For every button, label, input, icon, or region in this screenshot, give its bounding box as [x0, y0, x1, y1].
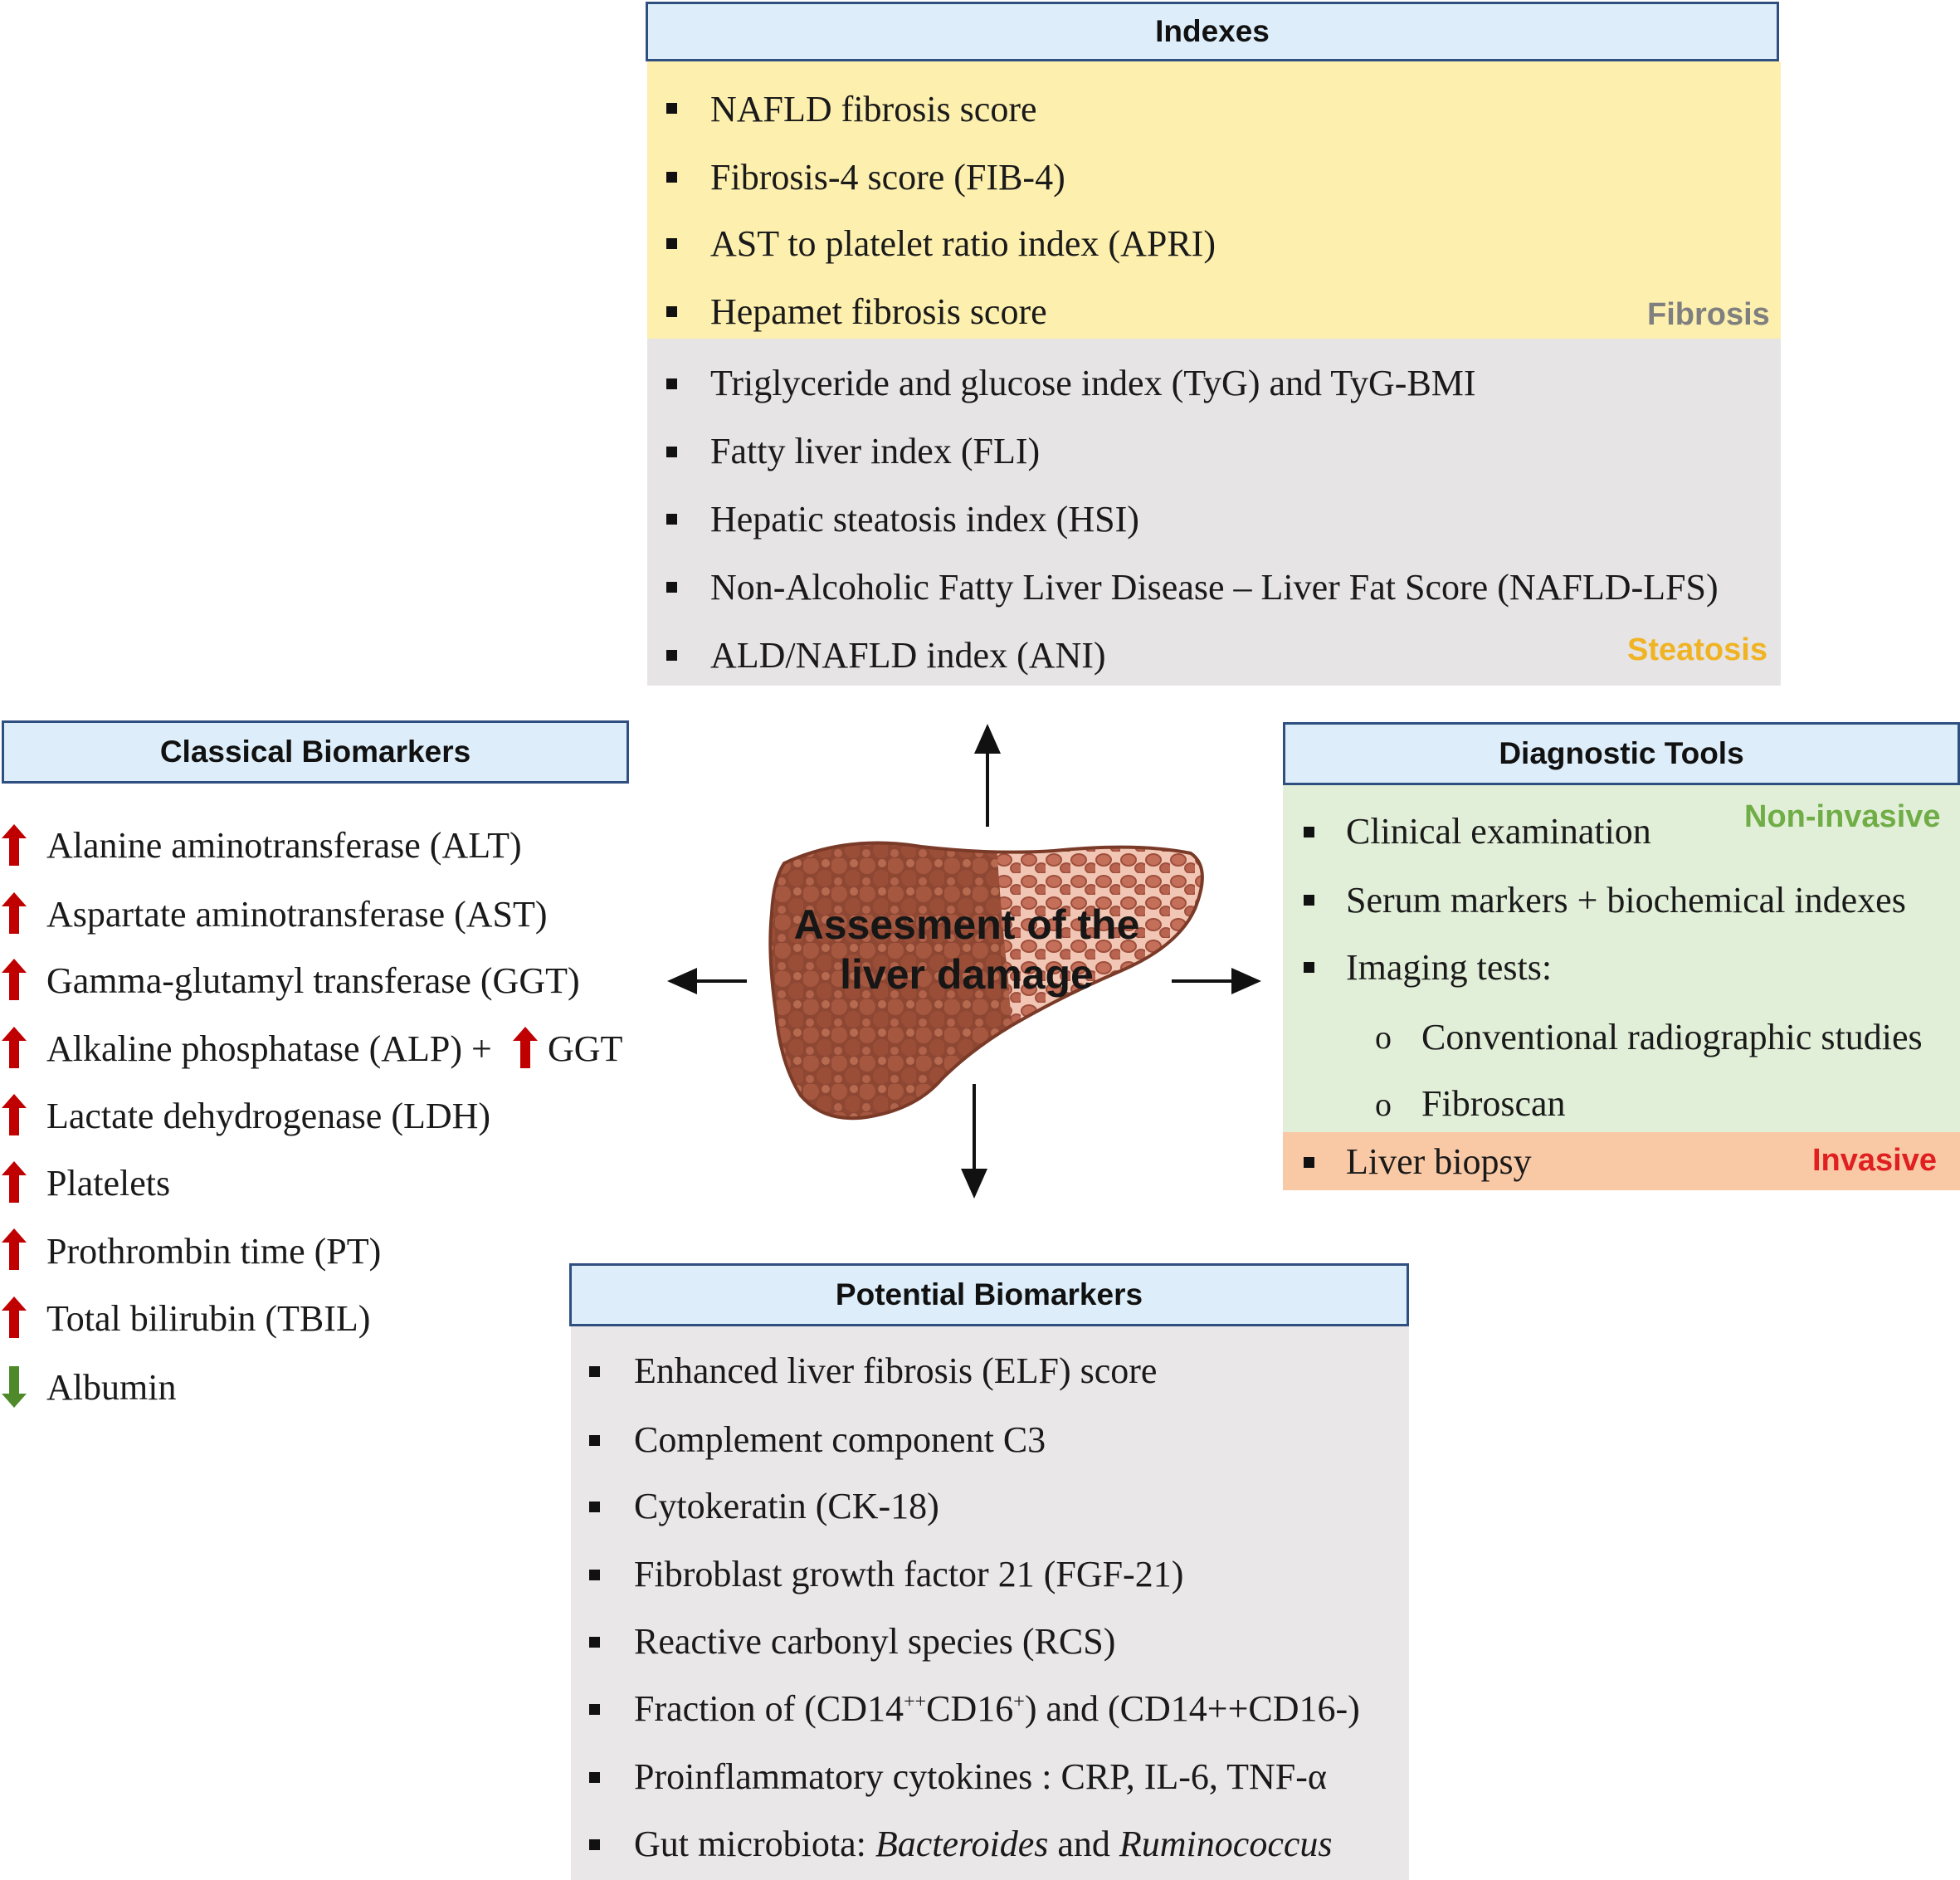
- up-arrow-icon: [2, 892, 27, 934]
- microbiota-prefix: Gut microbiota:: [634, 1824, 875, 1864]
- potential-item: Reactive carbonyl species (RCS): [634, 1621, 1116, 1662]
- fraction-suffix: ) and (CD14++CD16-): [1024, 1688, 1360, 1729]
- potential-item: Enhanced liver fibrosis (ELF) score: [634, 1350, 1158, 1391]
- fibrosis-item: Fibrosis-4 score (FIB-4): [710, 157, 1065, 198]
- diagnostic-header: Diagnostic Tools: [1283, 722, 1960, 785]
- microbiota-genus: Ruminococcus: [1119, 1824, 1333, 1864]
- bullet: [589, 1366, 600, 1377]
- liver-icon: [768, 841, 1204, 1121]
- fraction-mid: CD16: [926, 1688, 1014, 1729]
- classical-item: Alkaline phosphatase (ALP) +: [46, 1028, 492, 1069]
- bullet: [1304, 1157, 1314, 1168]
- bullet: [589, 1704, 600, 1715]
- bullet: [1304, 827, 1314, 837]
- potential-header: Potential Biomarkers: [569, 1263, 1409, 1326]
- bullet: [666, 306, 677, 317]
- up-arrow-icon: [2, 1027, 27, 1068]
- up-arrow-icon: [2, 824, 27, 866]
- fibrosis-tag: Fibrosis: [1647, 297, 1770, 332]
- fibrosis-item: Hepamet fibrosis score: [710, 291, 1047, 332]
- steatosis-band: [647, 339, 1781, 686]
- steatosis-item: Triglyceride and glucose index (TyG) and…: [710, 363, 1476, 403]
- diagnostic-subitem: Conventional radiographic studies: [1421, 1017, 1923, 1057]
- potential-item: Cytokeratin (CK-18): [634, 1486, 939, 1526]
- classical-item: Total bilirubin (TBIL): [46, 1298, 371, 1339]
- diagnostic-item: Imaging tests:: [1346, 947, 1553, 988]
- potential-item: Fibroblast growth factor 21 (FGF-21): [634, 1554, 1184, 1594]
- bullet: [666, 447, 677, 457]
- center-title-line1: Assesment of the: [793, 901, 1140, 948]
- sub-bullet: o: [1375, 1086, 1392, 1123]
- sub-bullet: o: [1375, 1018, 1392, 1056]
- bullet: [666, 103, 677, 114]
- diagnostic-subitem: Fibroscan: [1421, 1083, 1566, 1124]
- diagnostic-item: Serum markers + biochemical indexes: [1346, 880, 1906, 920]
- invasive-band: [1283, 1132, 1960, 1190]
- classical-item: Albumin: [46, 1367, 177, 1408]
- classical-item-extra: GGT: [548, 1028, 623, 1069]
- bullet: [666, 514, 677, 525]
- bullet: [589, 1570, 600, 1580]
- bullet: [666, 582, 677, 593]
- noninvasive-tag: Non-invasive: [1744, 799, 1941, 834]
- invasive-tag: Invasive: [1812, 1143, 1937, 1178]
- potential-item: Complement component C3: [634, 1419, 1046, 1460]
- microbiota-joiner: and: [1048, 1824, 1119, 1864]
- classical-item: Gamma-glutamyl transferase (GGT): [46, 960, 580, 1001]
- fibrosis-item: AST to platelet ratio index (APRI): [710, 223, 1216, 264]
- diagnostic-item: Clinical examination: [1346, 811, 1651, 852]
- bullet: [666, 650, 677, 661]
- steatosis-item: Non-Alcoholic Fatty Liver Disease – Live…: [710, 567, 1719, 608]
- bullet: [589, 1839, 600, 1850]
- indexes-header: Indexes: [646, 2, 1779, 61]
- bullet: [666, 172, 677, 183]
- microbiota-genus: Bacteroides: [875, 1824, 1049, 1864]
- fraction-sup1: ++: [904, 1691, 927, 1713]
- up-arrow-icon: [2, 1094, 27, 1135]
- up-arrow-icon: [513, 1027, 538, 1068]
- fibrosis-band: [647, 61, 1781, 339]
- classical-item: Aspartate aminotransferase (AST): [46, 894, 548, 935]
- up-arrow-icon: [2, 1228, 27, 1270]
- up-arrow-icon: [2, 959, 27, 1000]
- potential-item-fraction: Fraction of (CD14++CD16+) and (CD14++CD1…: [634, 1691, 1360, 1727]
- up-arrow-icon: [2, 1296, 27, 1338]
- bullet: [589, 1772, 600, 1783]
- steatosis-item: Fatty liver index (FLI): [710, 431, 1041, 471]
- fraction-prefix: Fraction of (CD14: [634, 1688, 904, 1729]
- potential-item: Proinflammatory cytokines : CRP, IL-6, T…: [634, 1756, 1327, 1797]
- steatosis-tag: Steatosis: [1627, 632, 1767, 667]
- steatosis-item: Hepatic steatosis index (HSI): [710, 499, 1139, 540]
- center-title-line2: liver damage: [840, 951, 1094, 998]
- down-arrow-icon: [2, 1366, 27, 1408]
- bullet: [666, 378, 677, 389]
- bullet: [1304, 962, 1314, 973]
- bullet: [589, 1502, 600, 1512]
- potential-band: [571, 1326, 1409, 1880]
- steatosis-item: ALD/NAFLD index (ANI): [710, 635, 1106, 676]
- invasive-item: Liver biopsy: [1346, 1141, 1532, 1182]
- bullet: [1304, 895, 1314, 906]
- bullet: [589, 1637, 600, 1648]
- fibrosis-item: NAFLD fibrosis score: [710, 89, 1037, 129]
- classical-item: Prothrombin time (PT): [46, 1231, 382, 1272]
- bullet: [589, 1435, 600, 1446]
- up-arrow-icon: [2, 1161, 27, 1203]
- fraction-sup2: +: [1013, 1691, 1025, 1713]
- classical-header: Classical Biomarkers: [2, 720, 629, 784]
- classical-item: Alanine aminotransferase (ALT): [46, 825, 522, 866]
- classical-item: Platelets: [46, 1163, 171, 1204]
- center-title: Assesment of the liver damage: [747, 900, 1187, 999]
- bullet: [666, 238, 677, 249]
- noninvasive-band: [1283, 785, 1960, 1132]
- classical-item: Lactate dehydrogenase (LDH): [46, 1096, 491, 1136]
- potential-item-microbiota: Gut microbiota: Bacteroides and Ruminoco…: [634, 1826, 1333, 1863]
